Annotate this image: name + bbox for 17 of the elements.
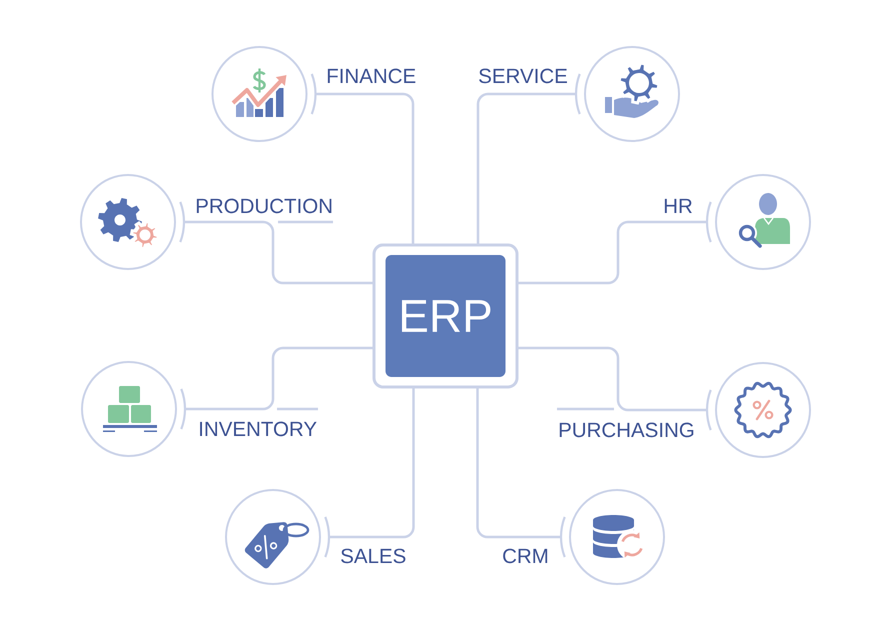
connector-line bbox=[517, 220, 707, 284]
connector-line bbox=[184, 220, 374, 284]
module-label: PRODUCTION bbox=[196, 198, 332, 214]
connector-line bbox=[476, 387, 561, 538]
module-label: SERVICE bbox=[479, 68, 567, 84]
hub-box: ERP bbox=[372, 244, 518, 388]
module-label: CRM bbox=[503, 548, 548, 564]
module-label: INVENTORY bbox=[200, 422, 317, 436]
connector-line bbox=[316, 92, 414, 245]
module-label: FINANCE bbox=[328, 68, 416, 84]
connector-line bbox=[476, 92, 576, 245]
module-label: HR bbox=[664, 198, 692, 213]
connector-line bbox=[517, 346, 707, 412]
module-label: SALES bbox=[341, 548, 406, 564]
connector-line bbox=[185, 346, 374, 410]
module-label: PURCHASING bbox=[560, 422, 694, 438]
connector-line bbox=[329, 387, 415, 538]
